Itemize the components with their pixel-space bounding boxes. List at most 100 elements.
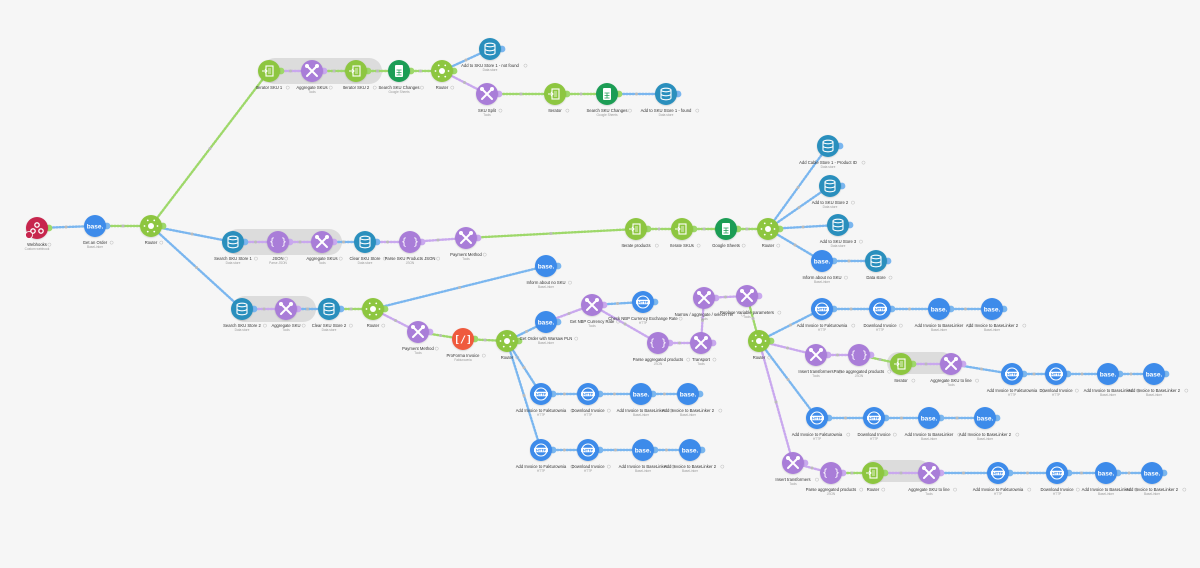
filter-dot[interactable] xyxy=(844,416,847,420)
info-icon[interactable] xyxy=(776,243,781,248)
filter-dot[interactable] xyxy=(1080,471,1083,475)
module-bubble[interactable] xyxy=(981,298,1003,320)
filter-dot[interactable] xyxy=(1032,372,1036,376)
module-router5[interactable]: Router xyxy=(496,330,523,360)
info-icon[interactable] xyxy=(328,85,333,90)
filter-dot[interactable] xyxy=(980,367,983,371)
filter-dot[interactable] xyxy=(908,307,911,311)
info-icon[interactable] xyxy=(481,353,486,358)
module-router2[interactable]: Router xyxy=(431,60,458,90)
module-router4[interactable]: Router xyxy=(362,298,389,328)
module-iter5[interactable]: Iterate SKUs xyxy=(670,218,701,248)
info-icon[interactable] xyxy=(859,239,863,244)
filter-dot[interactable] xyxy=(964,307,967,311)
module-iter6[interactable]: Iterator xyxy=(890,353,917,383)
filter-dot[interactable] xyxy=(797,206,801,209)
filter-dot[interactable] xyxy=(567,312,571,315)
info-icon[interactable] xyxy=(851,200,855,205)
info-icon[interactable] xyxy=(1184,388,1189,393)
filter-dot[interactable] xyxy=(208,147,212,150)
info-icon[interactable] xyxy=(606,408,611,413)
module-db8[interactable]: Data store xyxy=(865,250,893,280)
filter-dot[interactable] xyxy=(665,448,668,452)
filter-dot[interactable] xyxy=(614,448,617,452)
info-icon[interactable] xyxy=(720,464,725,469)
filter-dot[interactable] xyxy=(702,227,706,231)
filter-dot[interactable] xyxy=(786,346,789,350)
filter-dot[interactable] xyxy=(786,378,790,381)
filter-dot[interactable] xyxy=(900,416,903,420)
filter-dot[interactable] xyxy=(623,322,627,326)
filter-dot[interactable] xyxy=(419,69,422,73)
filter-dot[interactable] xyxy=(563,448,566,452)
filter-dot[interactable] xyxy=(549,232,553,235)
filter-dot[interactable] xyxy=(522,366,526,369)
info-icon[interactable] xyxy=(859,487,864,492)
filter-dot[interactable] xyxy=(289,69,292,73)
filter-dot[interactable] xyxy=(332,69,336,73)
module-bubble[interactable] xyxy=(535,311,557,333)
filter-dot[interactable] xyxy=(774,400,778,404)
module-bubble[interactable] xyxy=(222,231,244,253)
info-icon[interactable] xyxy=(372,85,377,90)
module-bubble[interactable] xyxy=(452,328,474,350)
info-icon[interactable] xyxy=(669,408,674,413)
module-bubble[interactable] xyxy=(865,250,887,272)
info-icon[interactable] xyxy=(1041,388,1046,393)
info-icon[interactable] xyxy=(712,357,717,362)
filter-dot[interactable] xyxy=(376,69,379,73)
module-bubble[interactable] xyxy=(318,298,340,320)
info-icon[interactable] xyxy=(109,240,114,245)
module-iter4[interactable]: Iterate products xyxy=(621,218,659,248)
module-bubble[interactable] xyxy=(354,231,376,253)
info-icon[interactable] xyxy=(616,319,620,324)
filter-dot[interactable] xyxy=(436,238,440,242)
info-icon[interactable] xyxy=(338,256,343,261)
module-bubble[interactable] xyxy=(399,231,421,253)
info-icon[interactable] xyxy=(1136,388,1141,393)
filter-dot[interactable] xyxy=(745,227,749,231)
filter-dot[interactable] xyxy=(394,319,397,322)
module-bubble[interactable] xyxy=(630,383,652,405)
filter-dot[interactable] xyxy=(793,243,797,247)
filter-dot[interactable] xyxy=(810,466,814,470)
filter-dot[interactable] xyxy=(1026,471,1029,475)
info-icon[interactable] xyxy=(888,275,893,280)
filter-dot[interactable] xyxy=(342,240,345,244)
info-icon[interactable] xyxy=(284,256,289,261)
filter-dot[interactable] xyxy=(483,338,487,342)
filter-dot[interactable] xyxy=(298,240,302,244)
info-icon[interactable] xyxy=(967,323,972,328)
filter-dot[interactable] xyxy=(519,92,523,96)
module-base7[interactable]: base.Add Invoice to BaseLinker 2BaseLink… xyxy=(664,439,725,473)
info-icon[interactable] xyxy=(975,378,979,383)
filter-dot[interactable] xyxy=(1129,372,1133,376)
info-icon[interactable] xyxy=(1074,388,1079,393)
info-icon[interactable] xyxy=(159,240,164,245)
info-icon[interactable] xyxy=(628,108,632,113)
filter-dot[interactable] xyxy=(121,224,125,228)
filter-dot[interactable] xyxy=(525,330,528,333)
module-router6[interactable]: Router xyxy=(748,330,775,360)
info-icon[interactable] xyxy=(654,243,659,248)
